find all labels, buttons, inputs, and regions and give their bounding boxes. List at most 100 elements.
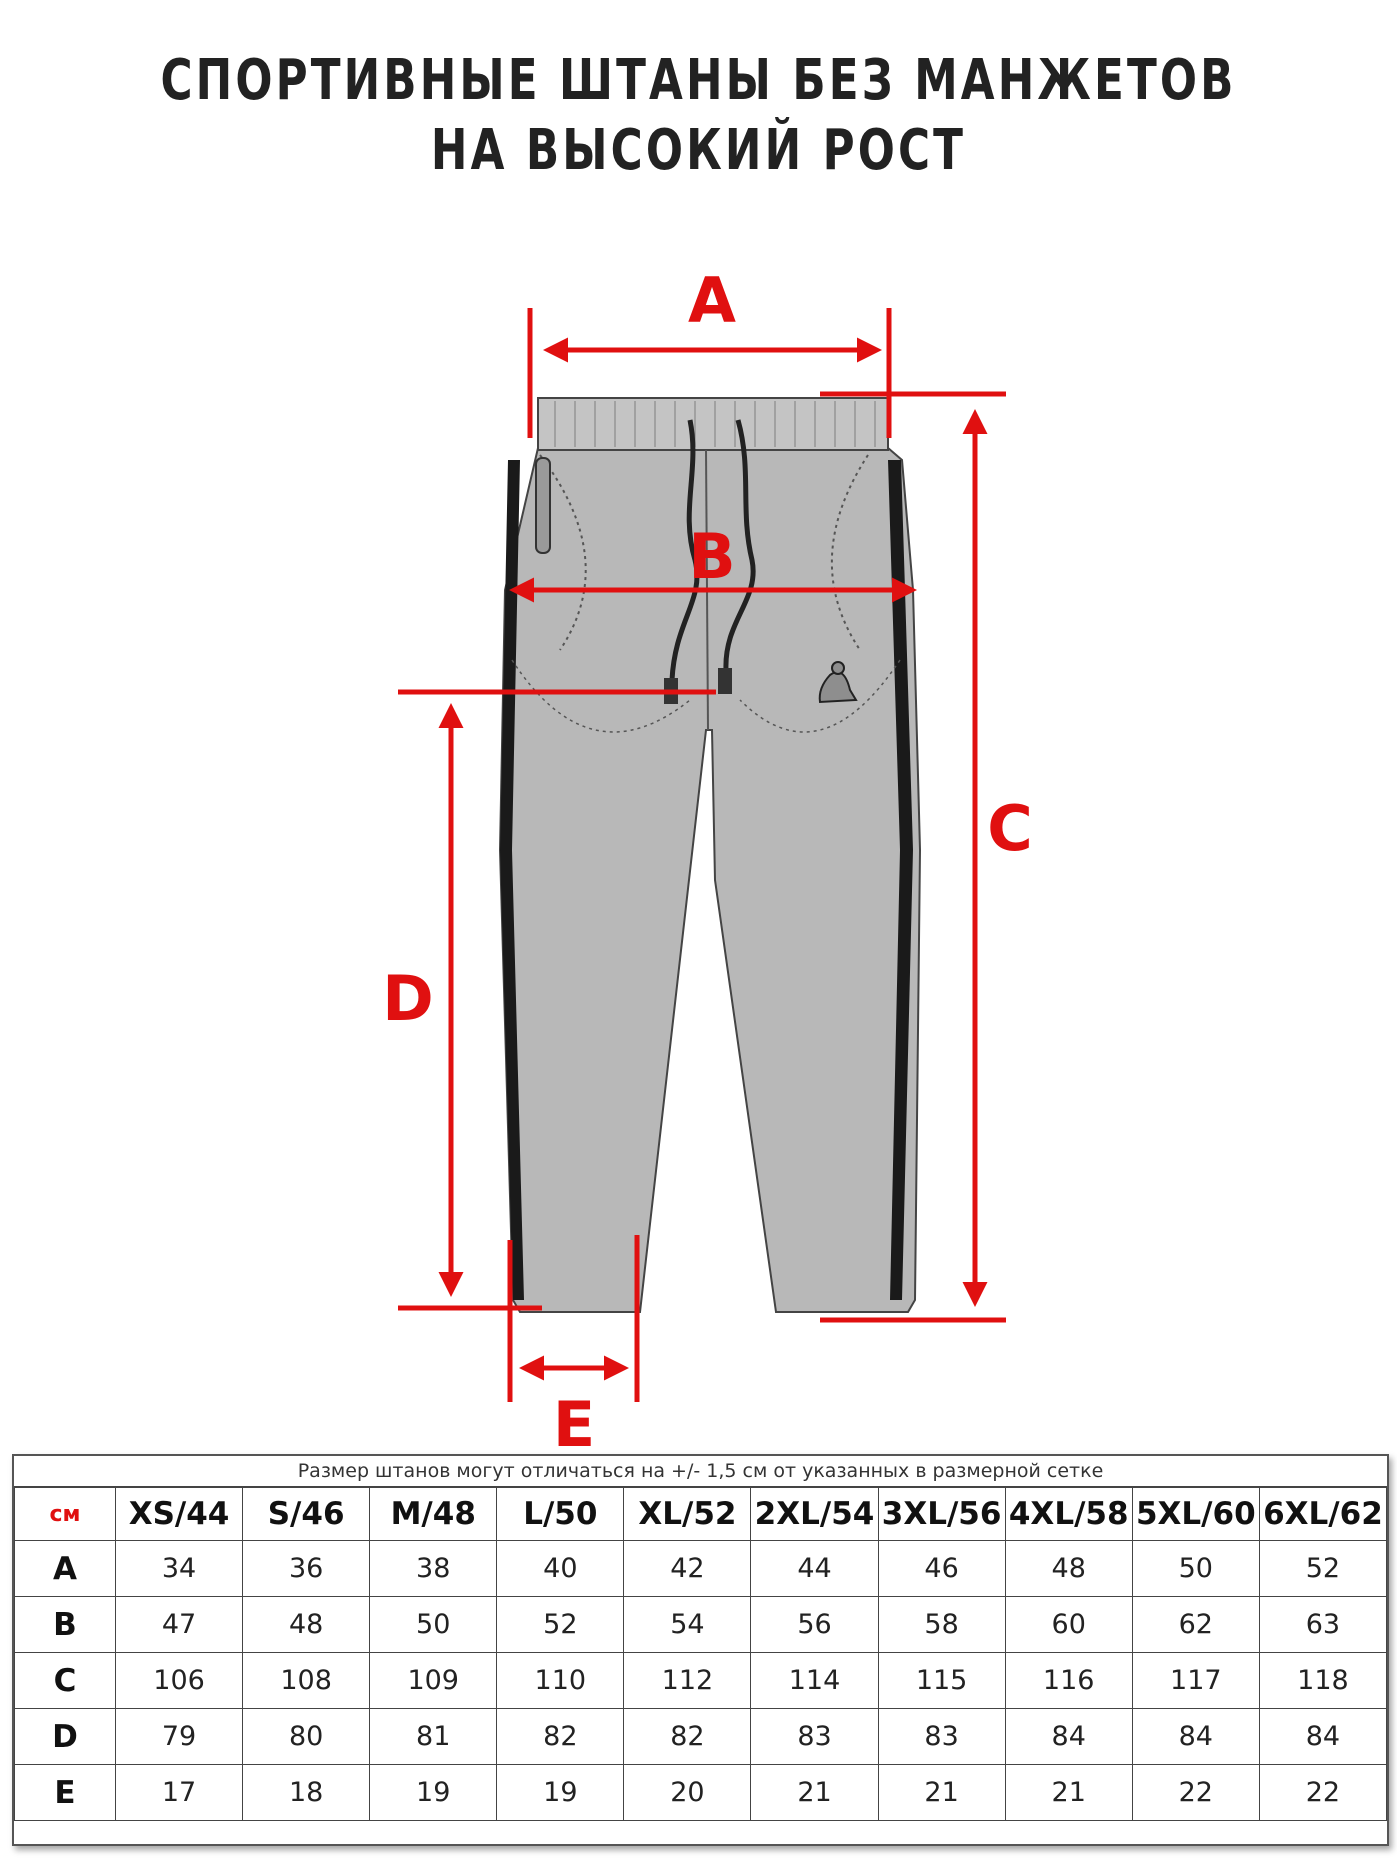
table-cell: 52 <box>496 1596 625 1653</box>
measure-label-a: A <box>688 264 736 337</box>
table-cell: 82 <box>496 1708 625 1765</box>
table-cell: 84 <box>1131 1708 1260 1765</box>
table-cell: 46 <box>877 1540 1006 1597</box>
table-row: B 47 48 50 52 54 56 58 60 62 63 <box>14 1596 1388 1653</box>
size-header: M/48 <box>369 1487 498 1541</box>
size-header: 4XL/58 <box>1004 1487 1133 1541</box>
table-cell: 116 <box>1004 1652 1133 1709</box>
table-cell: 52 <box>1258 1540 1388 1597</box>
table-cell: 118 <box>1258 1652 1388 1709</box>
table-cell: 80 <box>242 1708 371 1765</box>
size-chart: Размер штанов могут отличаться на +/- 1,… <box>12 1454 1389 1846</box>
table-cell: 38 <box>369 1540 498 1597</box>
table-cell: 63 <box>1258 1596 1388 1653</box>
table-cell: 36 <box>242 1540 371 1597</box>
row-label: A <box>14 1540 116 1597</box>
table-cell: 22 <box>1258 1764 1388 1821</box>
row-label: C <box>14 1652 116 1709</box>
size-tolerance-note: Размер штанов могут отличаться на +/- 1,… <box>14 1456 1387 1487</box>
table-cell: 50 <box>369 1596 498 1653</box>
drawstring-right <box>723 419 756 671</box>
table-cell: 79 <box>114 1708 244 1765</box>
logo-emblem <box>818 661 858 704</box>
table-cell: 60 <box>1004 1596 1133 1653</box>
table-cell: 84 <box>1258 1708 1388 1765</box>
measure-c: C <box>820 391 1033 1323</box>
pants-body <box>498 447 922 1313</box>
table-cell: 117 <box>1131 1652 1260 1709</box>
table-cell: 83 <box>750 1708 879 1765</box>
table-cell: 115 <box>877 1652 1006 1709</box>
table-row: C 106 108 109 110 112 114 115 116 117 11… <box>14 1652 1388 1709</box>
measure-label-c: C <box>987 792 1033 865</box>
table-cell: 110 <box>496 1652 625 1709</box>
page-title-line-1: СПОРТИВНЫЕ ШТАНЫ БЕЗ МАНЖЕТОВ <box>160 48 1237 113</box>
table-cell: 109 <box>369 1652 498 1709</box>
row-label: D <box>14 1708 116 1765</box>
table-cell: 19 <box>496 1764 625 1821</box>
size-header: 6XL/62 <box>1258 1487 1388 1541</box>
left-side-stripe <box>500 460 524 1300</box>
table-row: E 17 18 19 19 20 21 21 21 22 22 <box>14 1764 1388 1821</box>
table-row: A 34 36 38 40 42 44 46 48 50 52 <box>14 1540 1388 1597</box>
table-cell: 48 <box>1004 1540 1133 1597</box>
right-pocket <box>830 454 869 651</box>
table-cell: 44 <box>750 1540 879 1597</box>
size-header: 2XL/54 <box>750 1487 879 1541</box>
table-cell: 84 <box>1004 1708 1133 1765</box>
size-header: S/46 <box>242 1487 371 1541</box>
drawstring-left <box>669 419 700 681</box>
waistband <box>537 397 889 451</box>
zip-pocket <box>535 457 551 554</box>
row-label: E <box>14 1764 116 1821</box>
table-cell: 56 <box>750 1596 879 1653</box>
size-table: см XS/44 S/46 M/48 L/50 XL/52 2XL/54 3XL… <box>14 1487 1388 1821</box>
table-cell: 114 <box>750 1652 879 1709</box>
right-side-stripe <box>888 460 913 1300</box>
table-cell: 81 <box>369 1708 498 1765</box>
table-cell: 47 <box>114 1596 244 1653</box>
table-cell: 58 <box>877 1596 1006 1653</box>
table-cell: 83 <box>877 1708 1006 1765</box>
table-cell: 42 <box>623 1540 752 1597</box>
table-cell: 48 <box>242 1596 371 1653</box>
measure-d: D <box>382 689 716 1311</box>
table-cell: 21 <box>877 1764 1006 1821</box>
pants-illustration <box>498 397 922 1313</box>
measure-e: E <box>507 1235 640 1450</box>
measure-label-b: B <box>688 520 735 593</box>
table-cell: 54 <box>623 1596 752 1653</box>
table-cell: 18 <box>242 1764 371 1821</box>
measure-b: B <box>509 520 917 603</box>
left-pocket-bag <box>511 659 691 733</box>
row-label: B <box>14 1596 116 1653</box>
size-header: XS/44 <box>114 1487 244 1541</box>
table-cell: 20 <box>623 1764 752 1821</box>
table-cell: 40 <box>496 1540 625 1597</box>
page-title-line-2: НА ВЫСОКИЙ РОСТ <box>430 118 967 183</box>
size-header: 5XL/60 <box>1131 1487 1260 1541</box>
unit-label: см <box>14 1487 116 1541</box>
table-row: D 79 80 81 82 82 83 83 84 84 84 <box>14 1708 1388 1765</box>
table-cell: 19 <box>369 1764 498 1821</box>
table-cell: 108 <box>242 1652 371 1709</box>
pants-measurement-diagram: A B C D E <box>382 264 1033 1450</box>
left-pocket <box>539 454 587 651</box>
table-cell: 50 <box>1131 1540 1260 1597</box>
measure-label-d: D <box>382 962 433 1035</box>
measure-label-e: E <box>553 1388 595 1450</box>
size-header: 3XL/56 <box>877 1487 1006 1541</box>
table-cell: 21 <box>750 1764 879 1821</box>
table-cell: 21 <box>1004 1764 1133 1821</box>
table-cell: 82 <box>623 1708 752 1765</box>
size-header-row: см XS/44 S/46 M/48 L/50 XL/52 2XL/54 3XL… <box>14 1487 1388 1541</box>
table-cell: 112 <box>623 1652 752 1709</box>
table-cell: 62 <box>1131 1596 1260 1653</box>
size-header: XL/52 <box>623 1487 752 1541</box>
table-cell: 22 <box>1131 1764 1260 1821</box>
size-header: L/50 <box>496 1487 625 1541</box>
table-cell: 106 <box>114 1652 244 1709</box>
table-cell: 34 <box>114 1540 244 1597</box>
table-cell: 17 <box>114 1764 244 1821</box>
measure-a: A <box>527 264 892 438</box>
